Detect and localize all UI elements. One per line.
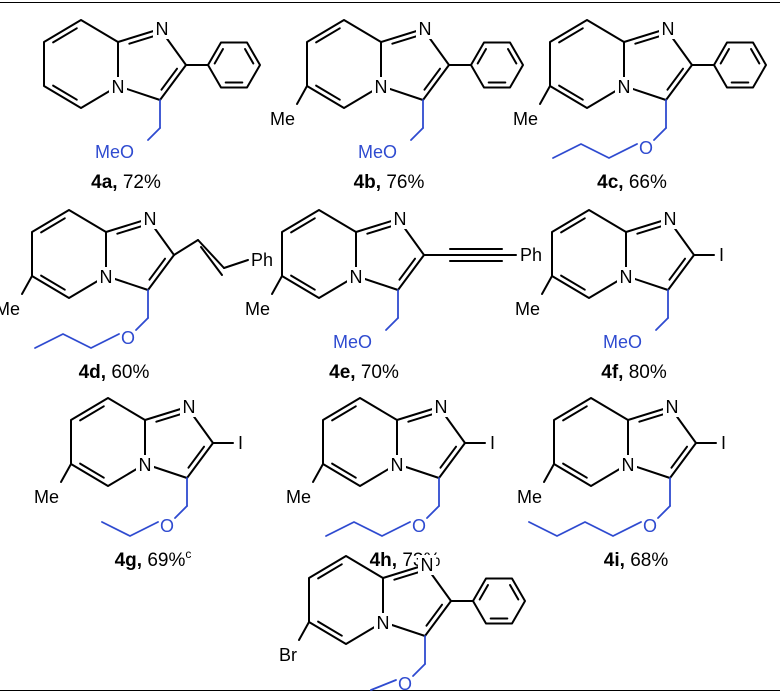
methoxy-label: MeO [333,332,372,352]
methyl-label: Me [34,487,59,507]
compound-4j: NNBrO4j, 71% [279,555,526,694]
yield-value: 68% [630,550,668,571]
n-atom-label: N [622,455,635,475]
yield-value: 60% [111,362,149,383]
oxygen-label: O [643,516,657,536]
n-atom-label: N [375,77,388,97]
n-atom-label: N [100,267,113,287]
caption-comma: , [350,362,361,383]
compound-4f: N N Me I MeO 4f, 80% [515,209,724,383]
n-atom-label: N [183,397,196,417]
n-atom-label: N [620,267,633,287]
compound-caption: 4b, 76% [354,172,425,193]
caption-comma: , [137,550,148,571]
methyl-label: Me [513,109,538,129]
compound-caption: 4c, 66% [597,172,667,193]
caption-comma: , [112,172,123,193]
methyl-label: Me [517,487,542,507]
yield-value: 70% [361,362,399,383]
compound-id: 4c [597,172,619,193]
n-atom-label: N [435,397,448,417]
caption-comma: , [392,550,403,571]
n-atom-label: N [139,455,152,475]
caption-comma: , [101,362,112,383]
compound-id: 4d [79,362,101,383]
n-atom-label: N [618,77,631,97]
compound-id: 4h [370,550,392,571]
phenyl-label: Ph [251,250,273,270]
oxygen-label: O [412,516,426,536]
compound-id: 4f [601,362,619,383]
compound-4i: N N Me I O 4i, 68% [517,397,726,571]
caption-comma: , [376,172,387,193]
methoxy-label: MeO [603,332,642,352]
caption-comma: , [620,550,631,571]
yield-value: 72% [123,172,161,193]
table-top-rule [0,2,780,3]
iodo-label: I [719,245,724,265]
methyl-label: Me [515,299,540,319]
oxygen-label: O [121,328,135,348]
oxygen-label: O [398,674,412,694]
methyl-label: Me [0,299,20,319]
iodo-label: I [238,433,243,453]
n-atom-label: N [666,397,679,417]
n-atom-label: N [662,19,675,39]
n-atom-label: N [156,19,169,39]
compound-4a: N N MeO 4a, 72% [43,19,261,193]
caption-comma: , [618,172,629,193]
n-atom-label: N [112,77,125,97]
br-label: Br [279,645,297,665]
compound-caption: 4f, 80% [601,362,667,383]
compound-id: 4b [354,172,376,193]
yield-value: 69% [147,550,185,571]
yield-value: 76% [386,172,424,193]
phenyl-label: Ph [520,245,542,265]
compound-4c: N N MeO 4c, 66% [513,19,767,193]
n-atom-label: N [664,209,677,229]
compound-caption: 4a, 72% [91,172,161,193]
compound-4d: N N Me PhO 4d, 60% [0,209,273,383]
n-atom-label: N [394,209,407,229]
compound-caption: 4g, 69%c [115,547,192,571]
compound-id: 4i [604,550,620,571]
methoxy-label: MeO [95,142,134,162]
methyl-label: Me [286,487,311,507]
compound-4g: N N Me I O 4g, 69%c [34,397,243,571]
compound-id: 4e [329,362,350,383]
methyl-label: Me [270,109,295,129]
yield-value: 80% [629,362,667,383]
oxygen-label: O [639,138,653,158]
iodo-label: I [490,433,495,453]
compound-caption: 4e, 70% [329,362,399,383]
yield-footnote: c [185,547,191,561]
methoxy-label: MeO [358,142,397,162]
n-atom-label: N [144,209,157,229]
caption-comma: , [618,362,629,383]
n-atom-label: N [421,555,434,575]
table-bottom-rule [0,690,780,691]
n-atom-label: N [391,455,404,475]
compound-caption: 4d, 60% [79,362,150,383]
n-atom-label: N [350,267,363,287]
compound-id: 4a [91,172,113,193]
oxygen-label: O [160,516,174,536]
n-atom-label: N [419,19,432,39]
yield-value: 66% [629,172,667,193]
iodo-label: I [721,433,726,453]
n-atom-label: N [377,613,390,633]
compound-id: 4g [115,550,137,571]
compound-caption: 4i, 68% [604,550,669,571]
methyl-label: Me [245,299,270,319]
